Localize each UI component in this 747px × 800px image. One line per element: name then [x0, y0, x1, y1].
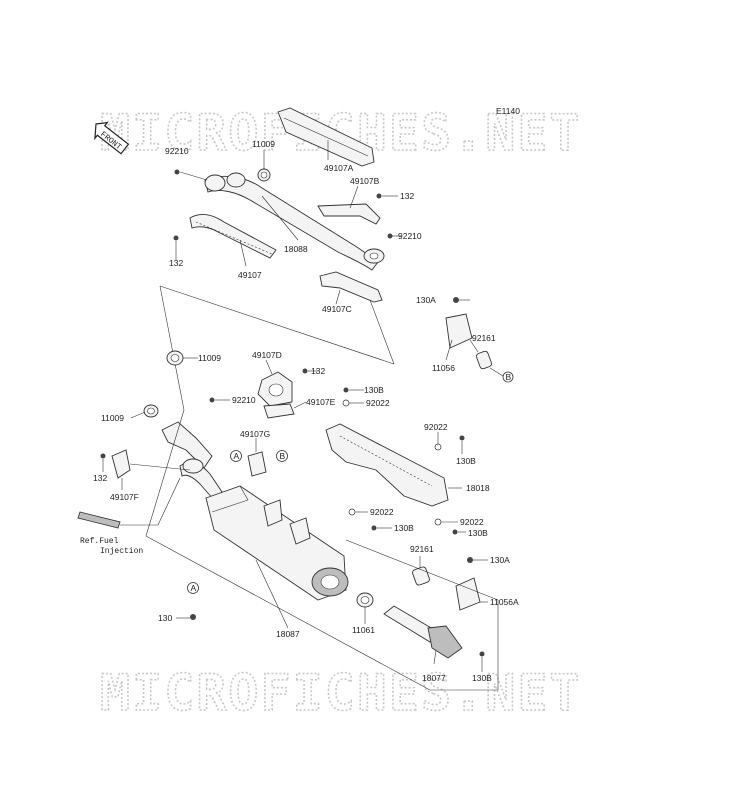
heat-shield-49107e [263, 403, 295, 419]
marker-a-low [187, 582, 199, 594]
label-11009-mid: 11009 [198, 353, 221, 363]
ref-note-line2: Injection [100, 547, 143, 556]
label-92022-2: 92022 [424, 422, 448, 432]
heat-shield-49107c [319, 271, 383, 303]
ref-note-line1: Ref.Fuel [80, 537, 119, 546]
label-130b-2: 130B [456, 456, 476, 466]
label-130: 130 [158, 613, 172, 623]
bushing-92161-top [476, 350, 492, 370]
marker-b-top-label: B [506, 372, 512, 382]
muffler-bracket-b [289, 517, 311, 545]
heat-shield-49107b [317, 203, 381, 225]
label-49107: 49107 [238, 270, 262, 280]
bracket-11056 [445, 313, 473, 349]
bushing-92161-low [412, 566, 430, 586]
bolt-130 [190, 614, 196, 620]
label-49107c: 49107C [322, 304, 352, 314]
exhaust-pipe-18088 [204, 175, 379, 271]
heat-shield-49107 [189, 214, 277, 259]
label-130b-1: 130B [364, 385, 384, 395]
label-18088: 18088 [284, 244, 308, 254]
marker-b-top [502, 371, 514, 383]
label-92022-3: 92022 [370, 507, 394, 517]
bolt-130b-1 [343, 387, 349, 393]
bolt-130b-5 [479, 651, 485, 657]
label-130a-top: 130A [416, 295, 436, 305]
label-92210-low: 92210 [232, 395, 256, 405]
label-18077: 18077 [422, 673, 446, 683]
label-49107e: 49107E [306, 397, 336, 407]
bolt-92210-low [209, 397, 215, 403]
bolt-132-low [100, 453, 106, 459]
washer-92022-1 [342, 399, 350, 407]
bolt-92210-mid [387, 233, 393, 239]
label-92210-mid: 92210 [398, 231, 422, 241]
heat-guard-18018 [325, 423, 449, 507]
bolt-92210-top [174, 169, 180, 175]
flange-right [226, 172, 246, 188]
label-11009-left: 11009 [101, 413, 124, 423]
washer-92022-4 [434, 518, 442, 526]
label-92022-1: 92022 [366, 398, 390, 408]
pipe-joint [182, 458, 204, 474]
label-92161-top: 92161 [472, 333, 496, 343]
label-18018: 18018 [466, 483, 490, 493]
label-132-mid: 132 [311, 366, 325, 376]
bolt-130b-2 [459, 435, 465, 441]
bolt-130b-4 [452, 529, 458, 535]
flange-left [204, 174, 226, 192]
watermark-bottom: MICROFICHES.NET [100, 664, 582, 722]
label-130b-4: 130B [468, 528, 488, 538]
label-49107f: 49107F [110, 492, 139, 502]
tail-pipe-tip [427, 625, 463, 659]
bracket-49107g [247, 451, 267, 477]
label-49107a: 49107A [324, 163, 354, 173]
diagram-code: E1140 [496, 106, 520, 116]
header-pipe [161, 421, 213, 469]
label-130b-5: 130B [472, 673, 492, 683]
label-11061: 11061 [352, 625, 375, 635]
label-130a-low: 130A [490, 555, 510, 565]
label-92161-low: 92161 [410, 544, 434, 554]
bolt-130b-3 [371, 525, 377, 531]
washer-92022-3 [348, 508, 356, 516]
label-132-low: 132 [93, 473, 107, 483]
label-132-left: 132 [169, 258, 183, 268]
marker-a-low-label: A [191, 583, 197, 593]
label-49107d: 49107D [252, 350, 282, 360]
bracket-11056a [455, 577, 481, 611]
label-49107g: 49107G [240, 429, 270, 439]
washer-92022-2 [434, 443, 442, 451]
bolt-132-left [173, 235, 179, 241]
label-92022-4: 92022 [460, 517, 484, 527]
o2-sensor [77, 511, 121, 529]
label-130b-3: 130B [394, 523, 414, 533]
label-92210-top: 92210 [165, 146, 189, 156]
bolt-132-mid [302, 368, 308, 374]
label-11009-top: 11009 [252, 139, 275, 149]
heat-shield-49107f [111, 449, 131, 479]
label-49107b: 49107B [350, 176, 380, 186]
label-132-top-right: 132 [400, 191, 414, 201]
muffler-bracket-a [263, 499, 283, 527]
marker-a-mid-label: A [234, 451, 240, 461]
marker-b-mid [276, 450, 288, 462]
label-11056: 11056 [432, 363, 455, 373]
bolt-130a-low [467, 557, 473, 563]
label-18087: 18087 [276, 629, 300, 639]
bolt-130a-top [453, 297, 459, 303]
label-11056a: 11056A [490, 597, 519, 607]
marker-b-mid-label: B [280, 451, 286, 461]
bolt-132-top-right [376, 193, 382, 199]
marker-a-mid [230, 450, 242, 462]
